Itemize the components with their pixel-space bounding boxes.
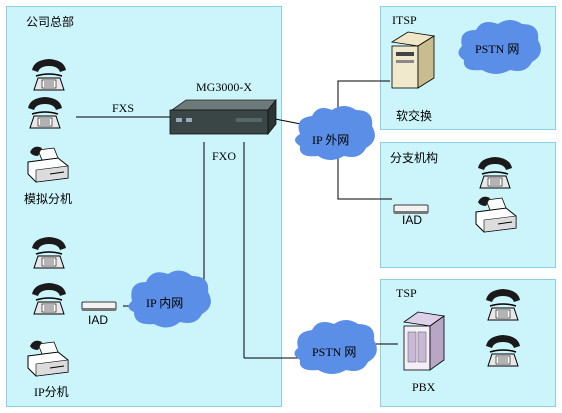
ip-internet-label: IP 外网	[312, 133, 350, 147]
iad-hq-label: IAD	[88, 313, 109, 327]
pbx-device	[402, 311, 446, 371]
tsp-phone-1	[485, 288, 521, 321]
pstn-main-label: PSTN 网	[312, 345, 357, 359]
pstn-main-cloud	[294, 320, 377, 374]
ip-intranet-label: IP 内网	[146, 296, 184, 310]
ip-internet-cloud	[295, 106, 375, 160]
analog-ext-label: 模拟分机	[24, 192, 73, 206]
ip-intranet-cloud	[128, 270, 211, 328]
branch-label: 分支机构	[390, 151, 439, 165]
ip-to-branch-line	[337, 150, 392, 200]
tsp-label: TSP	[396, 286, 417, 300]
ip-phone-2	[31, 282, 67, 315]
itsp-label: ITSP	[392, 13, 417, 27]
tsp-phone-2	[485, 334, 521, 367]
itsp-pstn-label: PSTN 网	[475, 42, 520, 56]
mg-label: MG3000-X	[196, 80, 252, 94]
ip-fax	[27, 340, 69, 377]
hq-label: 公司总部	[26, 15, 75, 29]
hq-fax	[27, 146, 69, 183]
branch-phone	[477, 156, 513, 189]
hq-phone-2	[27, 96, 63, 129]
connection-lines	[76, 80, 398, 359]
softswitch-server	[390, 31, 436, 89]
ip-to-softswitch-line	[337, 80, 390, 112]
fxs-label: FXS	[112, 101, 135, 115]
ip-ext-label: IP分机	[34, 385, 69, 399]
mg3000-device	[169, 98, 277, 136]
pbx-label: PBX	[412, 380, 436, 394]
iad-hq-device	[81, 301, 117, 312]
hq-panel	[6, 6, 282, 407]
iad-branch-label: IAD	[402, 213, 423, 227]
ip-phone-1	[31, 236, 67, 269]
itsp-pstn-cloud	[458, 20, 541, 74]
branch-fax	[475, 196, 517, 233]
hq-phone-1	[31, 58, 67, 91]
fxo-label: FXO	[212, 149, 237, 163]
softswitch-label: 软交换	[396, 109, 433, 123]
